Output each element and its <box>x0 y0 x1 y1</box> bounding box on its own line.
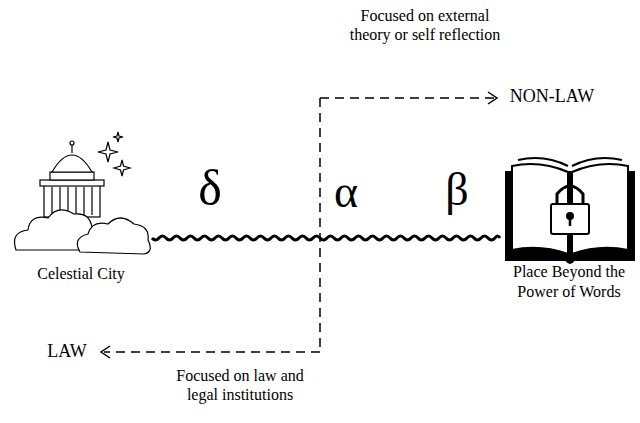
wavy-connector <box>152 236 500 240</box>
greek-symbol: δ <box>186 158 234 218</box>
region-note: Focused on external theory or self refle… <box>340 6 510 44</box>
region-note: Focused on law and legal institutions <box>160 366 320 404</box>
greek-symbol: α <box>322 164 370 219</box>
book-icon <box>506 158 634 263</box>
greek-symbol: β <box>433 162 481 217</box>
icon-label: Place Beyond the Power of Words <box>500 262 638 302</box>
icon-node: Celestial City <box>10 140 152 288</box>
region-name: NON-LAW <box>502 86 602 108</box>
icon-label: Celestial City <box>10 264 152 284</box>
city-icon <box>15 132 151 254</box>
dashed-divider <box>104 98 494 352</box>
region-name: LAW <box>36 341 98 363</box>
icon-node: Place Beyond the Power of Words <box>500 152 638 306</box>
arrow-head <box>101 92 497 358</box>
